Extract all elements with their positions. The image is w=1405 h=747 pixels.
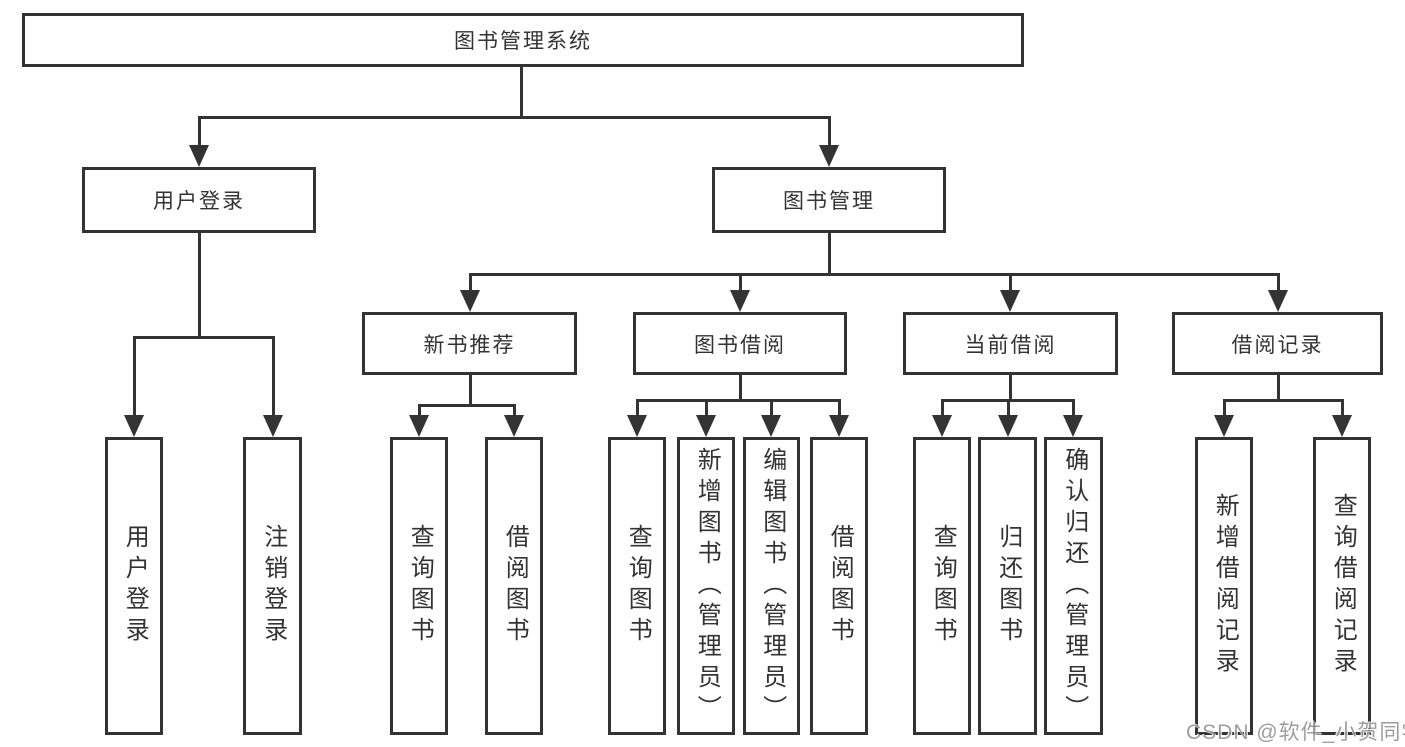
arrow-down-icon — [460, 290, 480, 312]
connector-line — [1071, 399, 1075, 418]
node-book-management-label: 图书管理 — [783, 190, 875, 213]
node-leaf-user-login-label: 用户登录 — [121, 524, 149, 648]
connector-line — [827, 233, 831, 275]
arrow-down-icon — [1063, 415, 1083, 437]
connector-line — [738, 273, 742, 292]
node-current-borrowing: 当前借阅 — [903, 312, 1118, 375]
node-leaf-add-book-admin-label: 新增图书（管理员） — [693, 446, 721, 726]
arrow-down-icon — [1268, 290, 1288, 312]
node-borrowing-records-label: 借阅记录 — [1231, 333, 1324, 357]
connector-line — [827, 116, 831, 148]
node-leaf-borrow-books-label: 借阅图书 — [826, 524, 854, 648]
connector-line — [769, 399, 773, 418]
arrow-down-icon — [124, 415, 144, 437]
node-root: 图书管理系统 — [22, 13, 1024, 67]
node-leaf-query-books-borrow: 查询图书 — [608, 437, 666, 735]
node-leaf-add-book-admin: 新增图书（管理员） — [677, 437, 735, 735]
arrow-down-icon — [932, 415, 952, 437]
connector-line — [271, 336, 275, 417]
node-leaf-logout-label: 注销登录 — [259, 524, 287, 648]
watermark: CSDN @软件_小贺同学 — [1186, 721, 1405, 744]
node-borrowing-records: 借阅记录 — [1172, 312, 1383, 375]
node-leaf-edit-book-admin-label: 编辑图书（管理员） — [758, 446, 786, 726]
connector-line — [1276, 375, 1280, 402]
arrow-down-icon — [761, 415, 781, 437]
connector-line — [1222, 399, 1344, 402]
node-leaf-return-book: 归还图书 — [978, 437, 1037, 735]
node-book-borrowing-label: 图书借阅 — [694, 333, 786, 357]
connector-line — [837, 399, 841, 418]
node-book-management: 图书管理 — [712, 167, 946, 233]
node-leaf-add-borrow-record: 新增借阅记录 — [1195, 437, 1253, 735]
connector-line — [132, 336, 136, 417]
arrow-down-icon — [819, 145, 839, 167]
node-leaf-query-books-current: 查询图书 — [913, 437, 971, 735]
connector-line — [468, 273, 1280, 276]
arrow-down-icon — [504, 415, 524, 437]
arrow-down-icon — [1332, 415, 1352, 437]
arrow-down-icon — [998, 415, 1018, 437]
node-leaf-borrow-books-recommend: 借阅图书 — [485, 437, 543, 735]
connector-line — [468, 375, 472, 407]
node-leaf-borrow-books: 借阅图书 — [810, 437, 868, 735]
node-new-book-recommend: 新书推荐 — [362, 312, 577, 375]
node-book-borrowing: 图书借阅 — [633, 312, 847, 375]
arrow-down-icon — [696, 415, 716, 437]
arrow-down-icon — [1000, 290, 1020, 312]
connector-line — [1222, 399, 1226, 418]
node-new-book-recommend-label: 新书推荐 — [423, 333, 516, 357]
node-leaf-query-borrow-record-label: 查询借阅记录 — [1329, 493, 1357, 679]
arrow-down-icon — [409, 415, 429, 437]
arrow-down-icon — [627, 415, 647, 437]
node-leaf-query-borrow-record: 查询借阅记录 — [1313, 437, 1371, 735]
node-leaf-user-login: 用户登录 — [105, 437, 163, 735]
node-leaf-query-books-borrow-label: 查询图书 — [624, 524, 652, 648]
node-leaf-return-book-label: 归还图书 — [994, 524, 1022, 648]
node-leaf-add-borrow-record-label: 新增借阅记录 — [1211, 493, 1239, 679]
arrow-down-icon — [1214, 415, 1234, 437]
connector-line — [132, 336, 275, 339]
connector-line — [635, 399, 639, 418]
node-leaf-borrow-books-recommend-label: 借阅图书 — [501, 524, 529, 648]
node-leaf-query-books-recommend-label: 查询图书 — [406, 524, 434, 648]
connector-line — [1006, 399, 1010, 418]
connector-line — [704, 399, 708, 418]
node-current-borrowing-label: 当前借阅 — [964, 333, 1057, 357]
connector-line — [1008, 375, 1012, 402]
connector-line — [635, 399, 841, 402]
connector-line — [1276, 273, 1280, 292]
arrow-down-icon — [189, 145, 209, 167]
connector-line — [1008, 273, 1012, 292]
connector-line — [940, 399, 944, 418]
node-leaf-confirm-return-admin: 确认归还（管理员） — [1044, 437, 1103, 735]
connector-line — [468, 273, 472, 292]
connector-line — [197, 116, 201, 148]
node-leaf-edit-book-admin: 编辑图书（管理员） — [743, 437, 800, 735]
connector-line — [197, 233, 201, 338]
node-user-login: 用户登录 — [82, 167, 316, 233]
node-leaf-query-books-current-label: 查询图书 — [929, 524, 957, 648]
arrow-down-icon — [263, 415, 283, 437]
node-leaf-query-books-recommend: 查询图书 — [390, 437, 448, 735]
arrow-down-icon — [829, 415, 849, 437]
connector-line — [417, 404, 421, 418]
node-user-login-label: 用户登录 — [153, 190, 245, 213]
node-leaf-logout: 注销登录 — [243, 437, 302, 735]
connector-line — [417, 404, 516, 407]
connector-line — [512, 404, 516, 418]
connector-line — [519, 67, 523, 118]
connector-line — [197, 116, 831, 119]
node-leaf-confirm-return-admin-label: 确认归还（管理员） — [1060, 446, 1088, 726]
arrow-down-icon — [730, 290, 750, 312]
connector-line — [1340, 399, 1344, 418]
node-root-label: 图书管理系统 — [454, 30, 592, 53]
connector-line — [738, 375, 742, 402]
